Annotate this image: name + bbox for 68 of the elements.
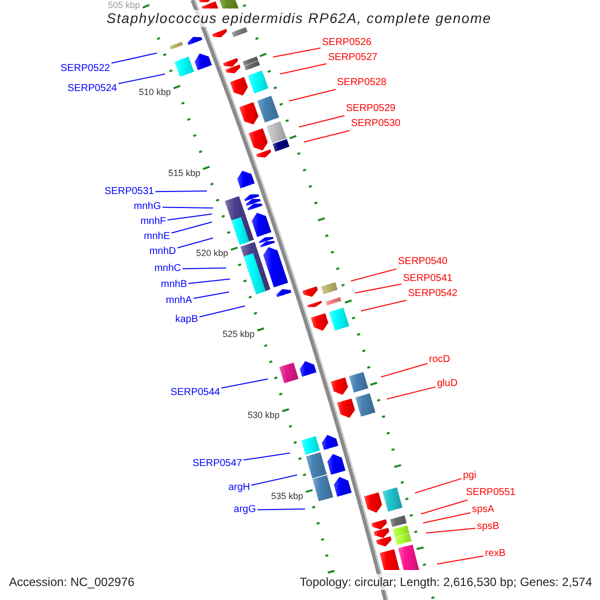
accession-note: Accession: NC_002976 [9, 575, 134, 589]
gene-label: SERP0530 [351, 118, 400, 130]
gene-label: pgi [463, 470, 476, 482]
gene-label: SERP0526 [322, 37, 372, 49]
gene-label: SERP0547 [192, 458, 242, 470]
gene-label: SERP0544 [170, 387, 220, 399]
leader-line [243, 452, 290, 461]
scale-label: 525 kbp [222, 329, 255, 340]
gene-label: SERP0528 [337, 77, 386, 89]
gene-label: mnhF [140, 216, 166, 228]
leader-line [257, 508, 306, 510]
gene-label: mnhD [149, 246, 176, 258]
leader-line [420, 500, 468, 514]
leader-line [167, 214, 212, 221]
gene-label: argG [234, 504, 256, 516]
gene-label: spsB [477, 521, 500, 533]
scale-label: 520 kbp [196, 248, 228, 258]
scale-label: 505 kbp [108, 0, 140, 10]
scale-label: 510 kbp [138, 87, 171, 98]
gene-label: mnhA [166, 295, 192, 307]
gene-label: mnhC [154, 263, 181, 275]
leader-line [414, 478, 462, 494]
leader-line [280, 63, 327, 74]
leader-line [155, 190, 208, 192]
scale-label: 530 kbp [248, 410, 280, 420]
gene-label: gluD [437, 378, 458, 390]
leader-line [171, 222, 212, 234]
gene-label: rexB [485, 548, 506, 560]
gene-label: argH [228, 482, 250, 494]
leader-line [422, 512, 471, 524]
leader-line [177, 238, 214, 248]
leader-line [380, 363, 428, 378]
gene-label: SERP0529 [346, 103, 396, 115]
gene-label: SERP0522 [60, 63, 110, 75]
leader-line [298, 115, 345, 128]
leader-line [111, 52, 158, 64]
gene-label: mnhB [160, 279, 187, 291]
leader-line [199, 306, 246, 318]
leader-line [386, 386, 436, 400]
leader-line [354, 284, 402, 294]
leader-line [221, 378, 268, 388]
gene-label: SERP0531 [104, 186, 154, 198]
gene-label: SERP0540 [398, 256, 448, 268]
gene-label: mnhE [144, 231, 170, 243]
leader-line [118, 74, 166, 84]
leader-line [436, 556, 484, 564]
scale-label: 535 kbp [271, 490, 304, 501]
leader-line [188, 278, 230, 284]
leader-line [426, 528, 476, 534]
gene-label: rocD [429, 354, 450, 366]
scale-label: 515 kbp [168, 168, 200, 178]
gene-label: SERP0527 [328, 52, 378, 64]
leader-line [182, 268, 226, 270]
leader-line [162, 206, 214, 208]
leader-line [304, 130, 350, 142]
gene-label: mnhG [134, 201, 161, 213]
gene-label: spsA [472, 504, 494, 516]
leader-line [288, 89, 336, 102]
gene-label: SERP0524 [68, 83, 117, 95]
leader-line [350, 268, 397, 282]
leader-line [272, 47, 321, 58]
leader-line [360, 300, 407, 312]
leader-line [251, 474, 298, 486]
gene-label: SERP0551 [466, 487, 516, 499]
gene-label: SERP0542 [408, 288, 458, 300]
gene-label: kapB [175, 314, 198, 326]
gene-label: SERP0541 [403, 273, 452, 285]
leader-line [193, 292, 230, 299]
